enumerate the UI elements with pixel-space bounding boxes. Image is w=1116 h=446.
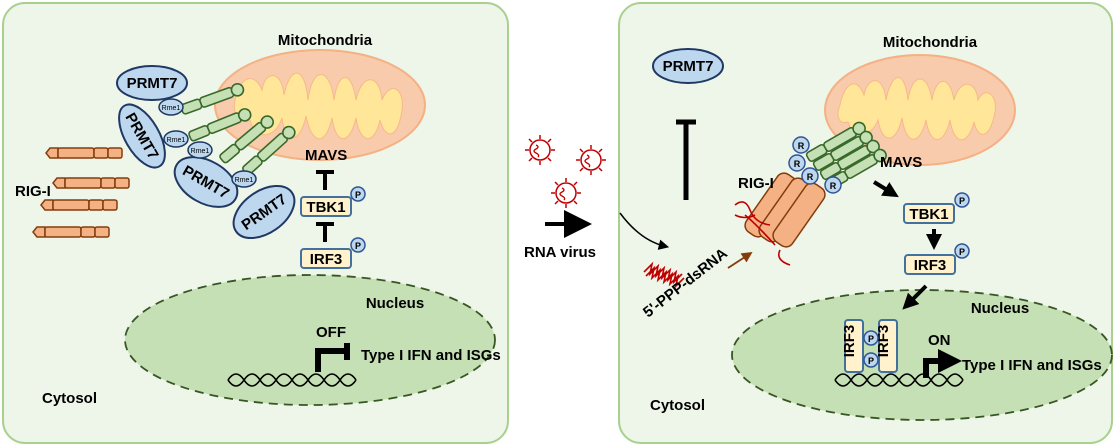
bound-rna-icon — [734, 201, 791, 266]
rme1-label: Rme1 — [162, 105, 181, 112]
prmt7-ellipse — [118, 103, 166, 169]
prmt7-ellipse — [173, 156, 239, 208]
mitochondria-label: Mitochondria — [278, 32, 373, 49]
nucleus-label: Nucleus — [366, 295, 424, 312]
phospho-label: P — [868, 356, 874, 366]
virus-entry-arrow-icon — [619, 212, 670, 250]
dna-helix-icon — [834, 373, 964, 387]
r-mark-label: R — [830, 181, 837, 191]
irf3-label: IRF3 — [310, 251, 343, 268]
prmt7-label: PRMT7 — [127, 75, 178, 92]
rme1-mark — [231, 170, 257, 188]
irf3-box — [904, 254, 956, 275]
inhibition-mavs-tbk1-icon — [316, 170, 334, 190]
right-cell: Mitochondria PRMT7 Nucleus MAVS RIG-I R … — [618, 2, 1113, 444]
prmt7-ellipse — [116, 65, 188, 101]
mitochondrion — [214, 49, 426, 161]
r-mark-label: R — [798, 141, 805, 151]
genes-label: Type I IFN and ISGs — [962, 357, 1102, 374]
nucleus — [731, 289, 1113, 421]
irf3-dimer-label: IRF3 — [875, 325, 892, 358]
rme1-mark — [158, 98, 184, 116]
phospho-label: P — [959, 247, 965, 257]
cytosol-label: Cytosol — [42, 390, 97, 407]
genes-label: Type I IFN and ISGs — [361, 347, 501, 364]
prmt7-complexes: PRMT7 Rme1 PRMT7 Rme1 PRMT7 Rme1 PRMT7 R… — [116, 65, 296, 240]
r-mark-label: R — [807, 172, 814, 182]
rna-virus-stimulus: RNA virus — [524, 134, 607, 261]
phospho-label: P — [868, 334, 874, 344]
tbk1-label: TBK1 — [909, 206, 948, 223]
prmt7-label: PRMT7 — [663, 58, 714, 75]
virus-icon — [524, 134, 556, 166]
nucleus-label: Nucleus — [971, 300, 1029, 317]
promoter-blocked-icon — [315, 343, 350, 372]
nucleus — [124, 274, 496, 406]
tbk1-label: TBK1 — [306, 199, 345, 216]
rme1-label: Rme1 — [235, 177, 254, 184]
virus-icon — [550, 177, 582, 209]
rig-i-label: RIG-I — [15, 183, 51, 200]
phospho-mark — [954, 192, 970, 208]
tbk1-box — [300, 196, 352, 217]
promoter-active-arrow-icon — [923, 349, 962, 378]
phospho-mark — [350, 186, 366, 202]
rig-i-filament — [744, 172, 826, 248]
rme1-mark — [163, 130, 189, 148]
r-mark-label: R — [794, 159, 801, 169]
methyl-r-marks: R R R R — [788, 136, 842, 194]
irf3-dimer: IRF3 IRF3 P P — [841, 319, 898, 373]
cytosol-label: Cytosol — [650, 397, 705, 414]
inhibition-icon — [676, 119, 696, 200]
irf3-dimer-label: IRF3 — [841, 325, 858, 358]
phospho-mark — [350, 237, 366, 253]
irf3-label: IRF3 — [914, 257, 947, 274]
phospho-label: P — [355, 190, 361, 200]
left-cell: Mitochondria Nucleus MAVS PRMT7 Rme1 PRM… — [2, 2, 509, 444]
rna-virus-label: RNA virus — [524, 244, 596, 261]
mavs-label: MAVS — [880, 154, 922, 171]
rme1-label: Rme1 — [191, 148, 210, 155]
arrow-irf3-nucleus-icon — [902, 284, 928, 310]
dsrna-icon — [643, 261, 685, 289]
mavs-label: MAVS — [305, 147, 347, 164]
dna-helix-icon — [227, 373, 357, 387]
irf3-box — [300, 248, 352, 269]
virus-icon — [575, 144, 607, 176]
prmt7-ellipse — [232, 184, 296, 240]
phospho-label: P — [355, 241, 361, 251]
tbk1-box — [903, 203, 955, 224]
inhibition-tbk1-irf3-icon — [316, 222, 334, 242]
phospho-mark — [954, 243, 970, 259]
gene-state-on: ON — [928, 332, 951, 349]
mitochondria-label: Mitochondria — [883, 34, 978, 51]
rme1-mark — [187, 141, 213, 159]
arrow-mavs-tbk1-icon — [872, 180, 899, 198]
phospho-label: P — [959, 196, 965, 206]
rig-i-label: RIG-I — [738, 175, 774, 192]
prmt7-free — [652, 48, 724, 84]
rme1-label: Rme1 — [167, 137, 186, 144]
dsrna-binding-arrow-icon — [727, 252, 753, 269]
gene-state-off: OFF — [316, 324, 346, 341]
